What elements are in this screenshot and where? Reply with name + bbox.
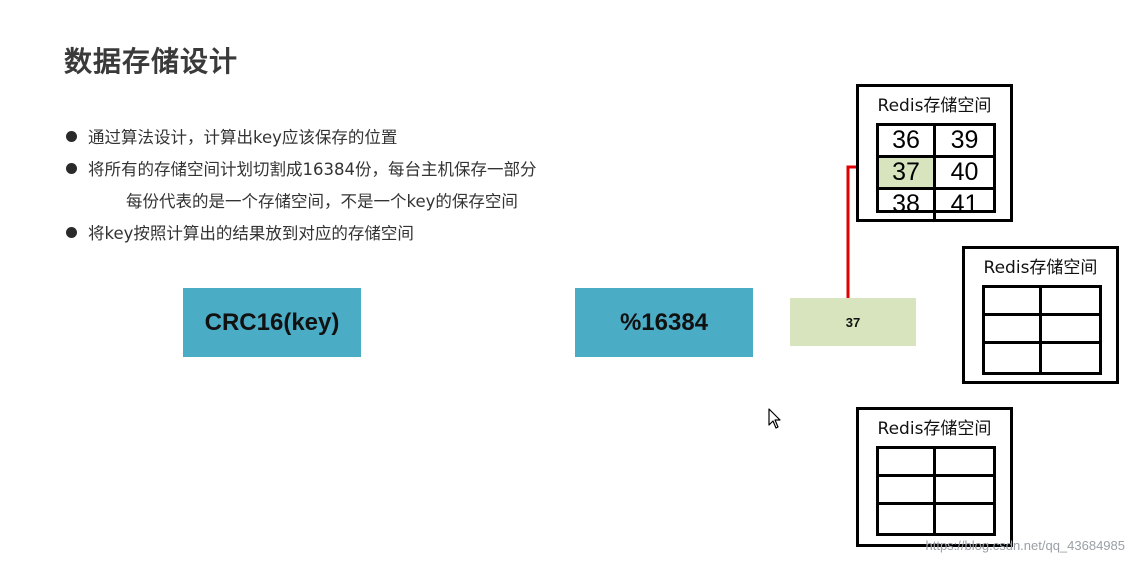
slot-cell: 41 <box>950 190 979 218</box>
slot-cell <box>879 505 936 533</box>
slot-cell: 39 <box>936 126 993 158</box>
slot-grid <box>982 285 1102 375</box>
watermark: https://blog.csdn.net/qq_43684985 <box>925 538 1126 553</box>
slot-cell: 38 <box>879 190 936 219</box>
mod-16384-box: %16384 <box>575 288 753 357</box>
slot-cell <box>985 344 1042 372</box>
slot-cell: 36 <box>879 126 936 158</box>
slot-cell <box>879 477 936 505</box>
bullet-text: 将所有的存储空间计划切割成16384份，每台主机保存一部分 <box>88 160 537 179</box>
slot-cell: 40 <box>936 158 993 190</box>
slot-grid: 36 39 37 40 38 41 <box>876 123 996 219</box>
slot-grid <box>876 446 996 536</box>
redis-node-3: Redis存储空间 <box>856 407 1013 547</box>
slot-cell <box>936 477 993 505</box>
slot-cell <box>1042 344 1099 372</box>
bullet-dot-icon <box>66 131 77 142</box>
redis-node-title: Redis存储空间 <box>877 419 992 439</box>
redis-node-title: Redis存储空间 <box>877 96 992 116</box>
redis-node-1: Redis存储空间 36 39 37 40 38 41 <box>856 84 1013 222</box>
slot-cell <box>936 505 993 533</box>
slot-cell <box>1042 288 1099 316</box>
slot-cell <box>936 449 993 477</box>
slide-title: 数据存储设计 <box>64 45 239 78</box>
slot-cell <box>985 288 1042 316</box>
slot-cell <box>1042 316 1099 344</box>
crc16-box: CRC16(key) <box>183 288 361 357</box>
bullet-subtext: 每份代表的是一个存储空间，不是一个key的保存空间 <box>126 192 518 211</box>
mouse-pointer-icon <box>768 408 781 429</box>
bullet-text: 将key按照计算出的结果放到对应的存储空间 <box>88 224 414 243</box>
redis-node-title: Redis存储空间 <box>983 258 1098 278</box>
slot-cell <box>985 316 1042 344</box>
bullet-dot-icon <box>66 163 77 174</box>
slot-cell <box>879 449 936 477</box>
slot-result-box: 37 <box>790 298 916 346</box>
slot-cell-highlighted: 37 <box>879 158 936 190</box>
bullet-dot-icon <box>66 227 77 238</box>
bullet-text: 通过算法设计，计算出key应该保存的位置 <box>88 128 398 147</box>
redis-node-2: Redis存储空间 <box>962 246 1119 384</box>
